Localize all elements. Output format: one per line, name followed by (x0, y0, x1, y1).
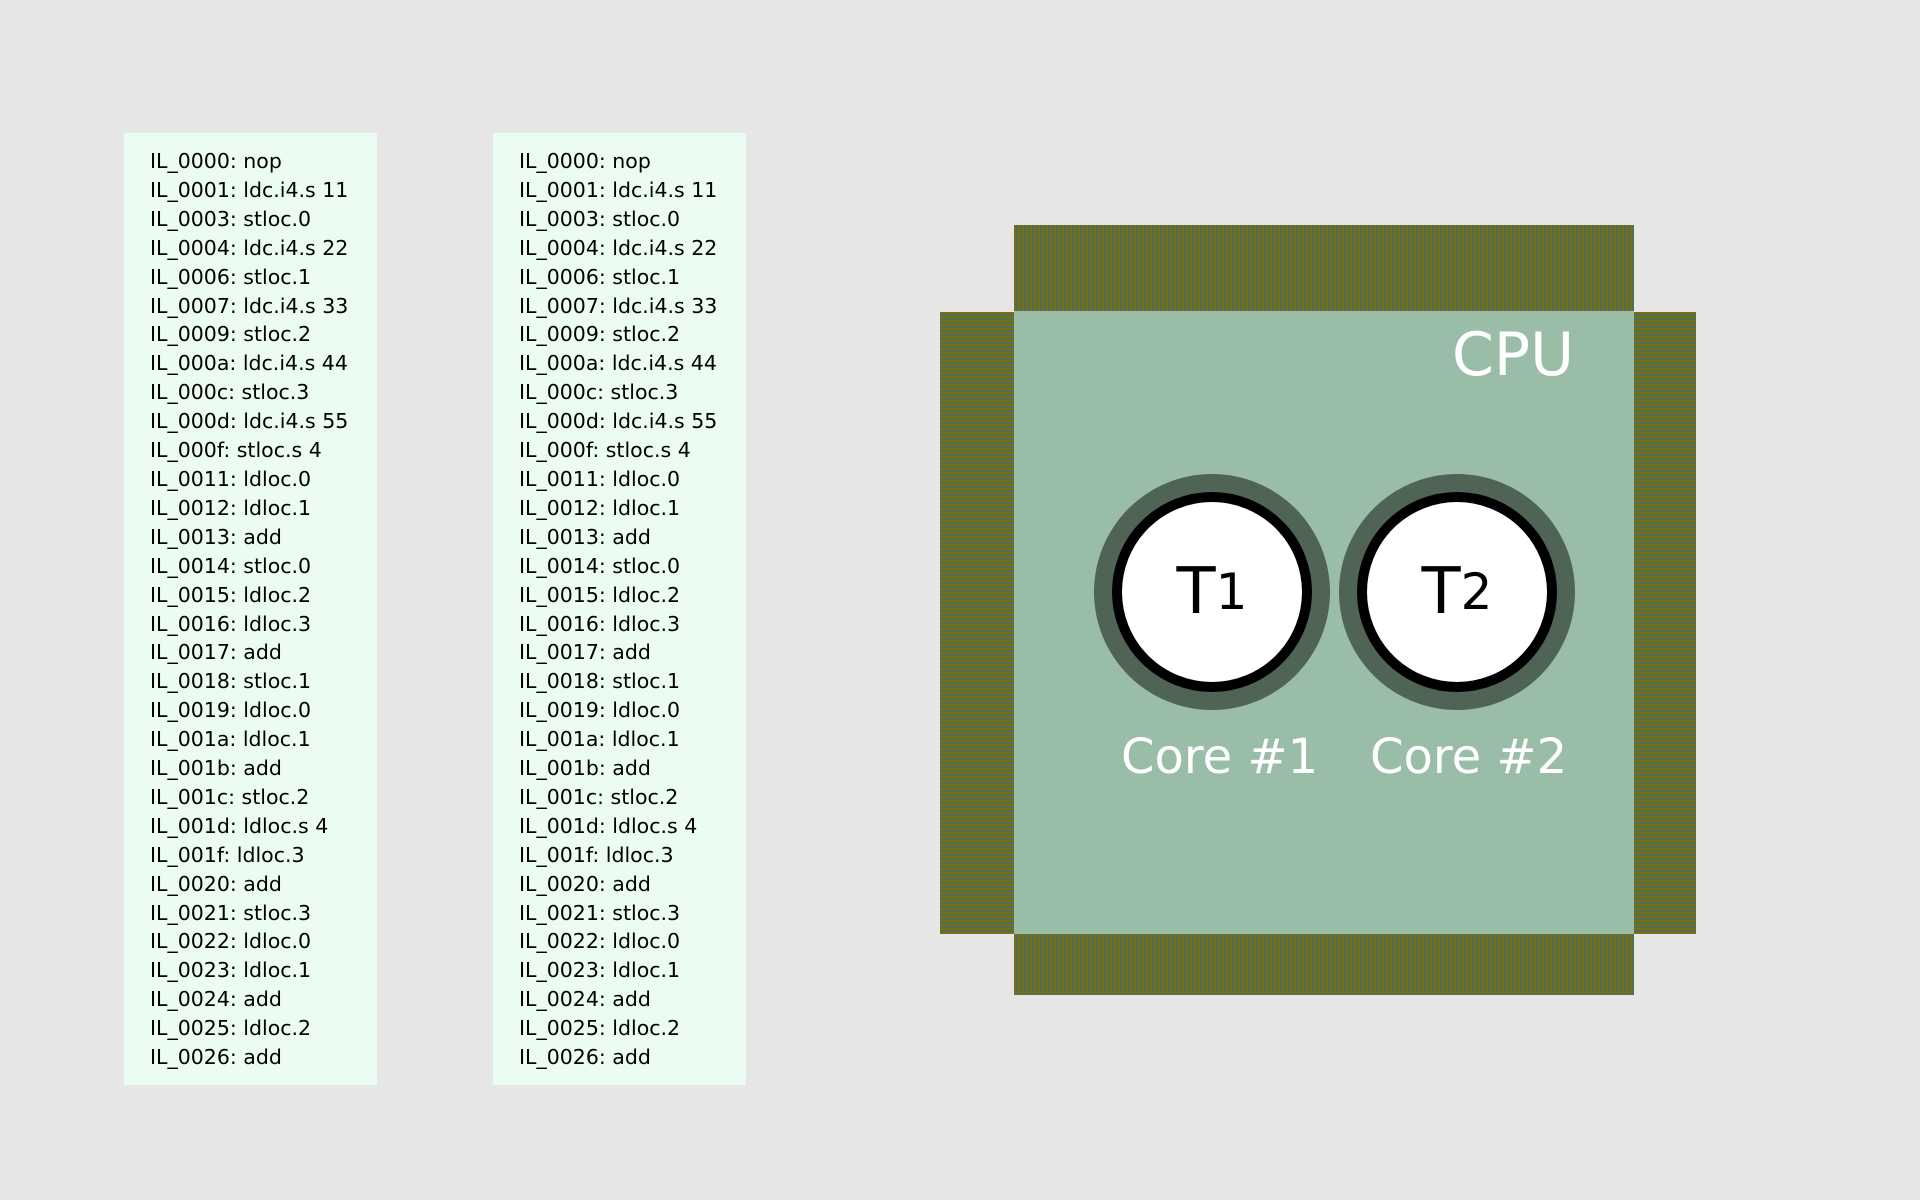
il-instruction-line: IL_0006: stloc.1 (150, 264, 312, 289)
cpu-pins-left (940, 312, 1014, 934)
il-instruction-line: IL_0024: add (519, 987, 651, 1012)
il-instruction-line: IL_001d: ldloc.s 4 (519, 813, 698, 838)
il-instruction-line: IL_0007: ldc.i4.s 33 (150, 293, 349, 318)
il-instruction-line: IL_0020: add (150, 871, 282, 896)
cpu-pins-right (1634, 312, 1696, 934)
il-instruction-line: IL_0017: add (150, 640, 282, 665)
il-instruction-line: IL_0014: stloc.0 (150, 553, 312, 578)
il-instruction-line: IL_000f: stloc.s 4 (150, 438, 322, 463)
il-instruction-line: IL_0022: ldloc.0 (150, 929, 312, 954)
il-instruction-line: IL_0018: stloc.1 (150, 669, 312, 694)
il-instruction-line: IL_0006: stloc.1 (519, 264, 681, 289)
il-instruction-line: IL_0021: stloc.3 (150, 900, 312, 925)
il-instruction-line: IL_0009: stloc.2 (519, 322, 681, 347)
il-instruction-line: IL_0025: ldloc.2 (519, 1016, 681, 1041)
il-instruction-line: IL_000f: stloc.s 4 (519, 438, 691, 463)
cpu-label: CPU (1452, 320, 1574, 390)
core-label-1: Core #1 (1121, 729, 1319, 785)
il-instruction-line: IL_0011: ldloc.0 (519, 466, 681, 491)
il-instruction-line: IL_0022: ldloc.0 (519, 929, 681, 954)
il-instruction-line: IL_0009: stloc.2 (150, 322, 312, 347)
cpu-pins-top (1014, 225, 1634, 311)
il-instruction-line: IL_0019: ldloc.0 (150, 698, 312, 723)
il-instruction-line: IL_0014: stloc.0 (519, 553, 681, 578)
il-instruction-line: IL_0020: add (519, 871, 651, 896)
il-instruction-line: IL_0017: add (519, 640, 651, 665)
thread-letter-1: T (1176, 555, 1216, 629)
il-instruction-line: IL_0026: add (519, 1045, 651, 1070)
il-instruction-line: IL_0000: nop (150, 149, 282, 173)
il-instruction-line: IL_0019: ldloc.0 (519, 698, 681, 723)
il-instruction-line: IL_0023: ldloc.1 (150, 958, 312, 983)
il-instruction-line: IL_0004: ldc.i4.s 22 (519, 235, 718, 260)
il-instruction-line: IL_001f: ldloc.3 (519, 842, 674, 867)
il-instruction-line: IL_0003: stloc.0 (519, 206, 681, 231)
il-instruction-line: IL_0012: ldloc.1 (150, 495, 312, 520)
il-instruction-line: IL_000a: ldc.i4.s 44 (150, 351, 348, 376)
il-instruction-line: IL_0001: ldc.i4.s 11 (150, 177, 349, 202)
il-instruction-line: IL_0025: ldloc.2 (150, 1016, 312, 1041)
il-instruction-line: IL_001d: ldloc.s 4 (150, 813, 329, 838)
il-instruction-line: IL_001a: ldloc.1 (519, 727, 680, 752)
il-instruction-line: IL_0011: ldloc.0 (150, 466, 312, 491)
il-instruction-line: IL_0026: add (150, 1045, 282, 1070)
il-instruction-line: IL_000c: stloc.3 (519, 380, 679, 405)
il-instruction-line: IL_0004: ldc.i4.s 22 (150, 235, 349, 260)
il-instruction-line: IL_001b: add (519, 756, 651, 781)
il-instruction-line: IL_0015: ldloc.2 (150, 582, 312, 607)
il-instruction-line: IL_001a: ldloc.1 (150, 727, 311, 752)
cpu-pins-bottom (1014, 934, 1634, 995)
il-instruction-line: IL_001f: ldloc.3 (150, 842, 305, 867)
il-instruction-line: IL_000d: ldc.i4.s 55 (519, 409, 718, 434)
il-instruction-line: IL_0024: add (150, 987, 282, 1012)
thread-letter-2: T (1421, 555, 1461, 629)
il-instruction-line: IL_0021: stloc.3 (519, 900, 681, 925)
il-instruction-line: IL_0015: ldloc.2 (519, 582, 681, 607)
il-instruction-line: IL_0003: stloc.0 (150, 206, 312, 231)
il-instruction-line: IL_000a: ldc.i4.s 44 (519, 351, 717, 376)
il-instruction-line: IL_001b: add (150, 756, 282, 781)
il-instruction-line: IL_0016: ldloc.3 (150, 611, 312, 636)
il-instruction-line: IL_0007: ldc.i4.s 33 (519, 293, 718, 318)
core-label-2: Core #2 (1370, 729, 1568, 785)
il-instruction-line: IL_0023: ldloc.1 (519, 958, 681, 983)
il-instruction-line: IL_0013: add (519, 524, 651, 549)
il-instruction-line: IL_0001: ldc.i4.s 11 (519, 177, 718, 202)
il-instruction-line: IL_000c: stloc.3 (150, 380, 310, 405)
il-instruction-line: IL_0000: nop (519, 149, 651, 173)
il-instruction-line: IL_0012: ldloc.1 (519, 495, 681, 520)
il-instruction-line: IL_001c: stloc.2 (150, 784, 310, 809)
il-instruction-line: IL_0018: stloc.1 (519, 669, 681, 694)
il-instruction-line: IL_000d: ldc.i4.s 55 (150, 409, 349, 434)
il-instruction-line: IL_0016: ldloc.3 (519, 611, 681, 636)
il-instruction-line: IL_001c: stloc.2 (519, 784, 679, 809)
il-instruction-line: IL_0013: add (150, 524, 282, 549)
